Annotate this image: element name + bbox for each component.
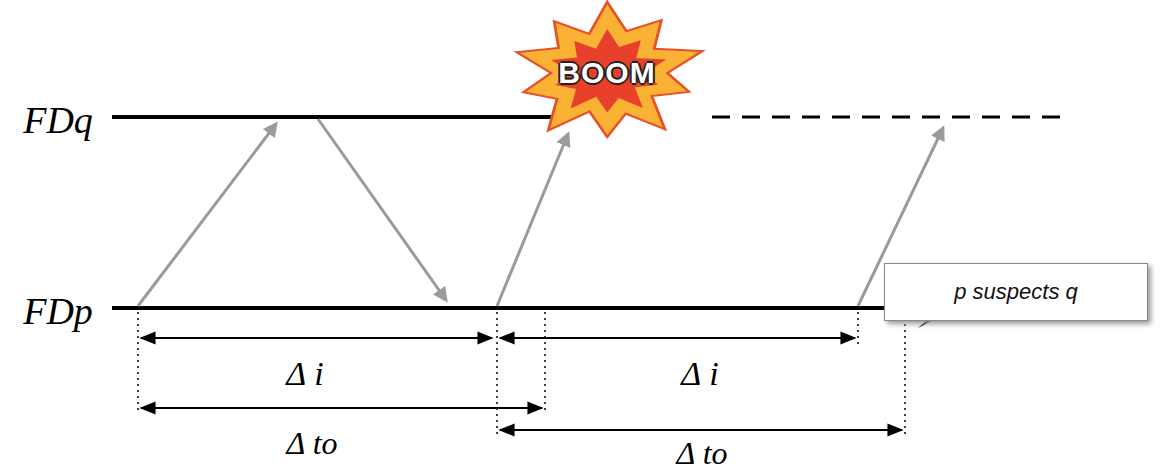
burst-text: BOOM: [558, 56, 655, 90]
callout-text: p suspects q: [907, 279, 1125, 305]
timeout-label: Δ to: [676, 437, 727, 469]
interval-arrow: [141, 407, 542, 409]
process-timeline: [112, 115, 560, 119]
callout-box: p suspects q: [884, 263, 1148, 321]
explosion-burst: BOOM: [505, 0, 709, 146]
process-label: FDp: [23, 292, 93, 330]
burst-inner: [551, 29, 666, 113]
interval-arrow: [500, 429, 902, 431]
interval-arrow: [500, 337, 855, 339]
message-arrow: [318, 119, 446, 300]
timeout-label: Δ to: [286, 427, 337, 459]
dotted-guide: [138, 312, 905, 436]
message-arrow: [497, 134, 568, 306]
message-arrow: [138, 124, 276, 306]
interval-label: Δ i: [681, 357, 718, 391]
interval-arrow: [141, 337, 492, 339]
crashed-timeline: [712, 116, 1070, 119]
process-label: FDq: [23, 101, 93, 139]
burst-outer: [516, 2, 702, 137]
interval-label: Δ i: [286, 357, 323, 391]
